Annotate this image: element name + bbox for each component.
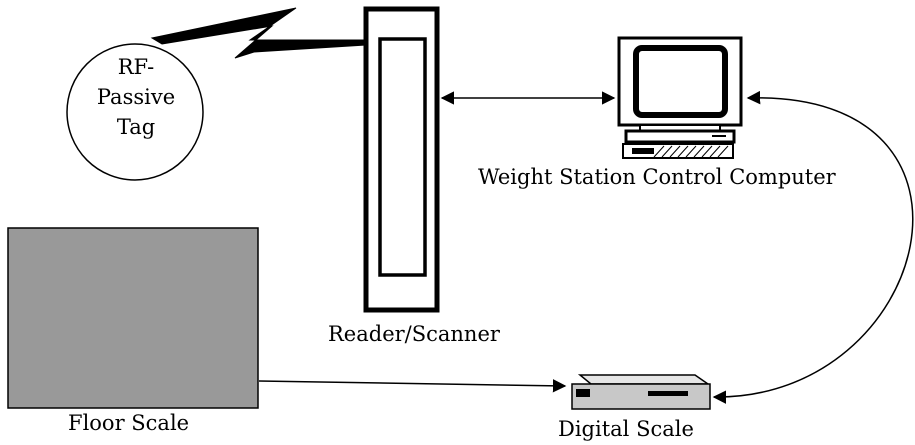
floor-scale-platform [7, 227, 259, 409]
computer-icon [617, 36, 743, 159]
digital-scale-label: Digital Scale [558, 417, 694, 441]
computer-scale-link [712, 90, 914, 404]
rf-tag-circle [66, 43, 204, 181]
reader-scanner-device [363, 6, 440, 313]
rf-signal-bolt-icon [150, 7, 384, 59]
reader-label: Reader/Scanner [328, 322, 500, 346]
rf-tag-label: RF- Passive Tag [68, 52, 204, 142]
computer-label: Weight Station Control Computer [478, 165, 836, 189]
digital-scale-icon [571, 374, 711, 410]
rf-tag-line-1: RF- [117, 55, 155, 79]
floor-scale-link [258, 379, 567, 393]
floor-scale-label: Floor Scale [68, 411, 190, 435]
rf-tag-line-3: Tag [116, 115, 156, 139]
rf-tag-line-2: Passive [96, 85, 176, 109]
